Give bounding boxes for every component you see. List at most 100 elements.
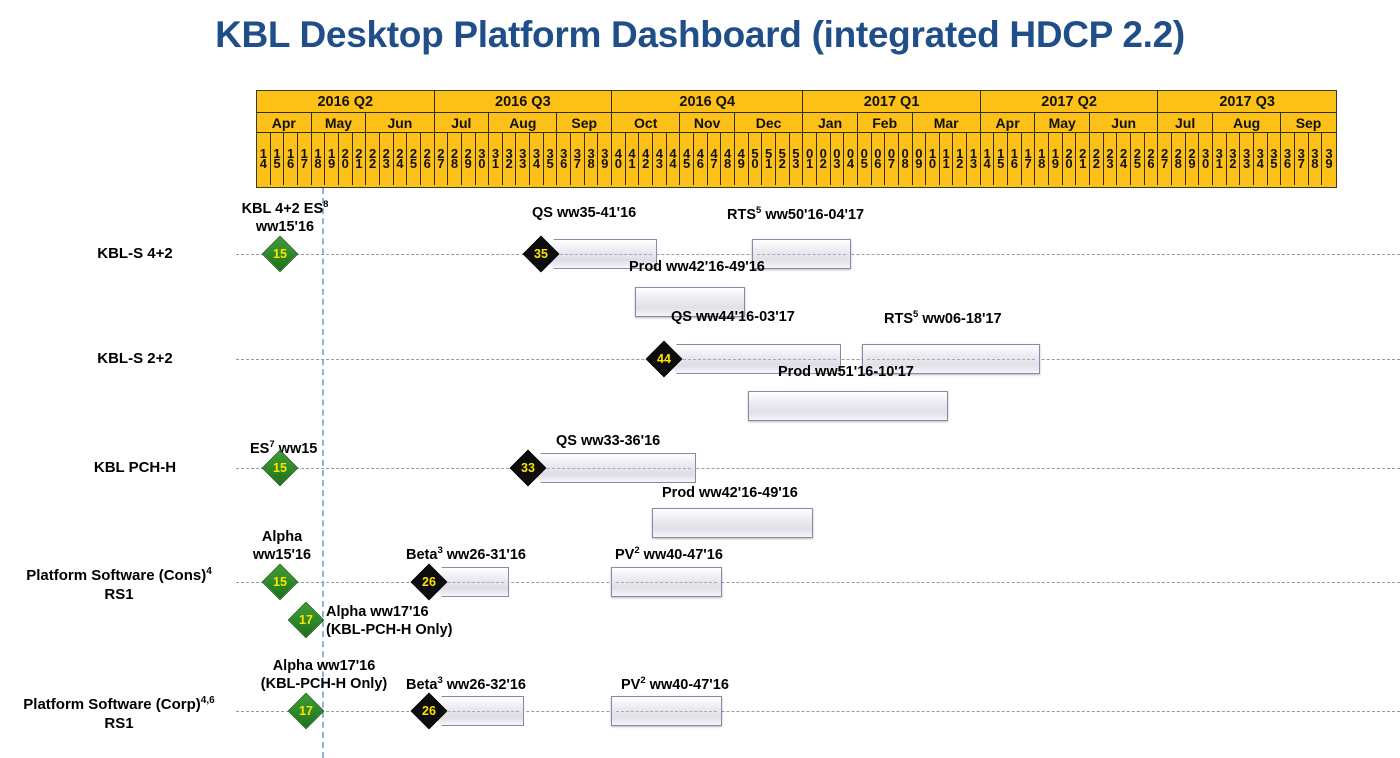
milestone-label-corp-alpha: Alpha ww17'16 (KBL-PCH-H Only) <box>234 657 414 693</box>
week-digit-bottom: 8 <box>450 156 459 171</box>
week-digit-bottom: 5 <box>997 156 1005 171</box>
week-digit-top: 4 <box>696 145 704 161</box>
week-digit-bottom: 9 <box>464 156 472 171</box>
week-digit-top: 3 <box>1297 145 1305 161</box>
r2-rts-pre: RTS <box>884 310 913 327</box>
week-digit-top: 2 <box>341 145 349 161</box>
week-digit-bottom: 9 <box>737 156 745 171</box>
bar-r1-rts[interactable] <box>752 239 851 269</box>
kbl42-es-text: KBL 4+2 ES <box>241 200 324 217</box>
r5-beta-sup: 3 <box>437 675 443 686</box>
milestone-beta-ww26-cons[interactable]: 26 <box>410 563 448 601</box>
bar-label-r2-rts: RTS5 ww06-18'17 <box>884 309 1002 327</box>
week-digit-bottom: 0 <box>614 156 622 171</box>
week-digit-top: 1 <box>1010 145 1019 161</box>
bar-r2-prod[interactable] <box>748 391 948 421</box>
week-digit-top: 3 <box>519 145 527 161</box>
week-digit-bottom: 9 <box>1051 156 1059 171</box>
week-digit-bottom: 6 <box>423 156 431 171</box>
week-digit-bottom: 4 <box>532 156 541 171</box>
bar-r2-rts[interactable] <box>862 344 1040 374</box>
row-label-corp-line1: Platform Software (Corp) <box>23 696 201 713</box>
bar-r1-prod[interactable] <box>635 287 745 317</box>
diamond-green-icon <box>287 692 325 730</box>
milestone-qs-ww44[interactable]: 44 <box>645 340 683 378</box>
r2-rts-post: ww06-18'17 <box>918 310 1002 327</box>
milestone-es-ww15-kbl42[interactable]: 15 <box>261 235 299 273</box>
timeline-month-14: May <box>1035 113 1091 132</box>
bar-r1-qs[interactable] <box>541 239 657 269</box>
gantt-plot-area: KBL-S 4+2 KBL-S 2+2 KBL PCH-H Platform S… <box>0 188 1400 758</box>
week-digit-bottom: 8 <box>901 156 909 171</box>
milestone-es-ww15-pchh[interactable]: 15 <box>261 449 299 487</box>
week-digit-top: 2 <box>1133 145 1141 161</box>
milestone-alpha-ww17-corp[interactable]: 17 <box>287 692 325 730</box>
page-title: KBL Desktop Platform Dashboard (integrat… <box>215 14 1185 55</box>
bar-r2-qs[interactable] <box>664 344 841 374</box>
week-digit-bottom: 3 <box>1242 156 1251 171</box>
bar-r3-qs[interactable] <box>528 453 696 483</box>
week-digit-top: 2 <box>1092 145 1100 161</box>
week-digit-bottom: 4 <box>1256 156 1264 171</box>
week-digit-top: 1 <box>956 145 964 161</box>
week-digit-bottom: 5 <box>860 156 868 171</box>
r1-rts-pre: RTS <box>727 206 756 223</box>
milestone-alpha-ww15-cons[interactable]: 15 <box>261 563 299 601</box>
bar-r5-pv[interactable] <box>611 696 722 726</box>
week-digit-top: 1 <box>1051 145 1059 161</box>
timeline-month-3: Jun <box>366 113 435 132</box>
r4-alpha-line1: Alpha <box>261 529 303 545</box>
milestone-qs-ww33[interactable]: 33 <box>509 449 547 487</box>
week-digit-bottom: 2 <box>642 156 650 171</box>
r5-pv-pre: PV <box>621 676 641 693</box>
bar-r3-prod[interactable] <box>652 508 813 538</box>
r5-beta-post: ww26-32'16 <box>442 676 526 693</box>
week-digit-bottom: 3 <box>519 156 527 171</box>
week-digit-bottom: 2 <box>956 156 964 171</box>
week-digit-bottom: 4 <box>396 156 404 171</box>
week-digit-bottom: 2 <box>1229 156 1237 171</box>
milestone-qs-ww35[interactable]: 35 <box>522 235 560 273</box>
current-week-marker-line <box>322 188 324 758</box>
timeline-month-1: Apr <box>257 113 312 132</box>
week-digit-bottom: 8 <box>724 156 732 171</box>
milestone-alpha-ww17-interrow[interactable]: 17 <box>287 601 325 639</box>
week-digit-top: 2 <box>464 145 472 161</box>
week-digit-top: 1 <box>259 145 267 161</box>
week-digit-top: 2 <box>382 145 390 161</box>
week-digit-bottom: 9 <box>1188 156 1196 171</box>
week-digit-bottom: 9 <box>1325 156 1333 171</box>
milestone-beta-ww26-corp[interactable]: 26 <box>410 692 448 730</box>
week-digit-top: 3 <box>1283 145 1292 161</box>
bar-label-r1-prod: Prod ww42'16-49'16 <box>629 259 765 275</box>
week-digit-bottom: 0 <box>928 156 937 171</box>
week-digit-top: 0 <box>846 145 855 161</box>
bar-r4-pv[interactable] <box>611 567 722 597</box>
milestone-label-cons-alpha: Alpha ww15'16 <box>227 528 337 564</box>
week-digit-bottom: 3 <box>655 156 663 171</box>
timeline-quarter-1: 2016 Q2 <box>257 91 435 112</box>
week-digit-bottom: 2 <box>778 156 786 171</box>
week-digit-bottom: 0 <box>478 156 486 171</box>
timeline-month-11: Feb <box>857 113 913 132</box>
week-digit-bottom: 9 <box>915 156 923 171</box>
r3-es-pre: ES <box>250 440 270 457</box>
week-digit-bottom: 4 <box>1120 156 1128 171</box>
diamond-black-icon <box>645 340 683 378</box>
